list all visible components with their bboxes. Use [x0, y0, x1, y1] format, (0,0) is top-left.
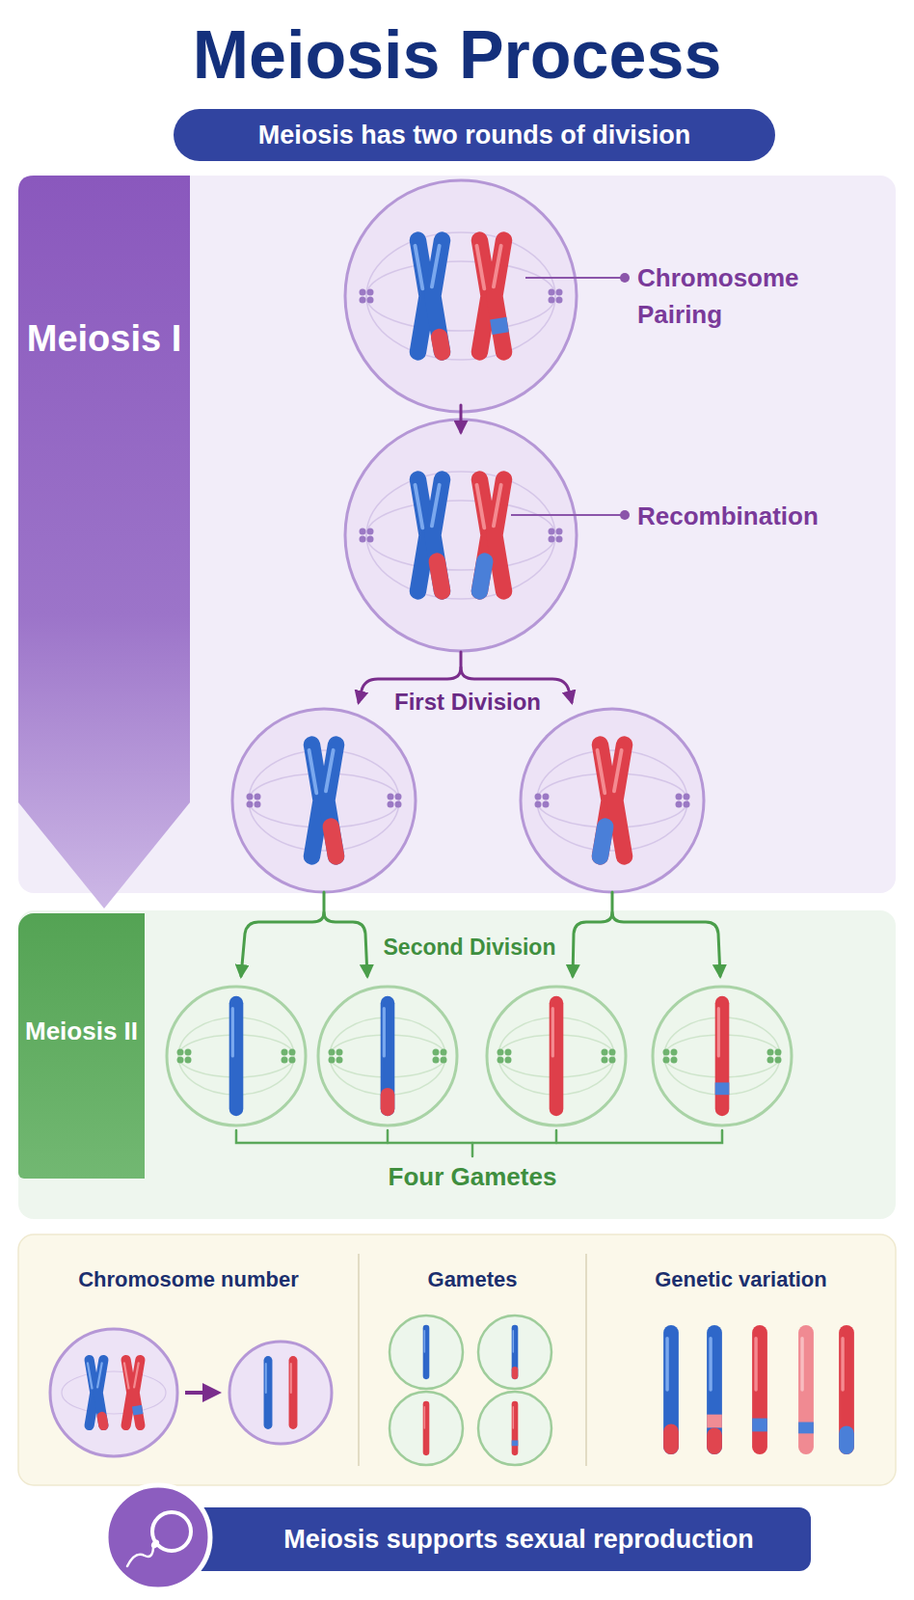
gamete-bracket — [236, 1129, 723, 1156]
stage-band: Meiosis II — [18, 913, 145, 1179]
division-arrows — [358, 404, 572, 702]
arrow-label: Second Division — [349, 931, 591, 963]
summary-column: Genetic variation — [586, 1243, 896, 1476]
column-heading: Genetic variation — [586, 1266, 896, 1292]
cell-recombination — [345, 419, 577, 651]
footer-pill: Meiosis supports sexual reproduction — [178, 1506, 811, 1571]
chromosome-number-illustration — [50, 1328, 332, 1456]
footer-text: Meiosis supports sexual reproduction — [283, 1524, 754, 1555]
stage-band: Meiosis I — [18, 175, 190, 909]
banner-text: Meiosis has two rounds of division — [258, 120, 692, 151]
leader-lines — [510, 272, 630, 520]
banner-pill: Meiosis has two rounds of division — [173, 108, 776, 162]
summary-column: Chromosome number — [18, 1243, 359, 1476]
division-arrows — [241, 891, 721, 976]
cell-pairing — [345, 180, 577, 412]
band-arrow-shape — [18, 175, 190, 909]
variation-illustration — [667, 1332, 847, 1447]
column-heading: Gametes — [358, 1266, 587, 1292]
divider — [357, 1253, 360, 1466]
bracket-label: Four Gametes — [351, 1159, 593, 1193]
gamete-cell — [486, 986, 626, 1126]
summary-panel — [18, 1234, 896, 1485]
gamete-cell — [318, 986, 457, 1126]
arrow-label: First Division — [371, 686, 565, 718]
gamete-cell — [166, 986, 306, 1126]
meiosis-two-panel — [18, 910, 896, 1219]
diagram-title: Meiosis Process — [0, 11, 914, 99]
divider — [585, 1253, 588, 1466]
callout-label: Recombination — [637, 497, 869, 535]
gamete-cell — [652, 986, 792, 1126]
band-label: Meiosis II — [25, 1016, 138, 1047]
column-heading: Chromosome number — [18, 1266, 359, 1292]
gametes-illustration — [389, 1315, 552, 1465]
cell-daughter — [520, 708, 704, 892]
band-label: Meiosis I — [18, 318, 190, 360]
callout-label: Chromosome Pairing — [637, 259, 821, 333]
summary-column: Gametes — [358, 1243, 587, 1476]
cell-daughter — [232, 708, 416, 892]
band-arrow-fill — [18, 175, 190, 909]
